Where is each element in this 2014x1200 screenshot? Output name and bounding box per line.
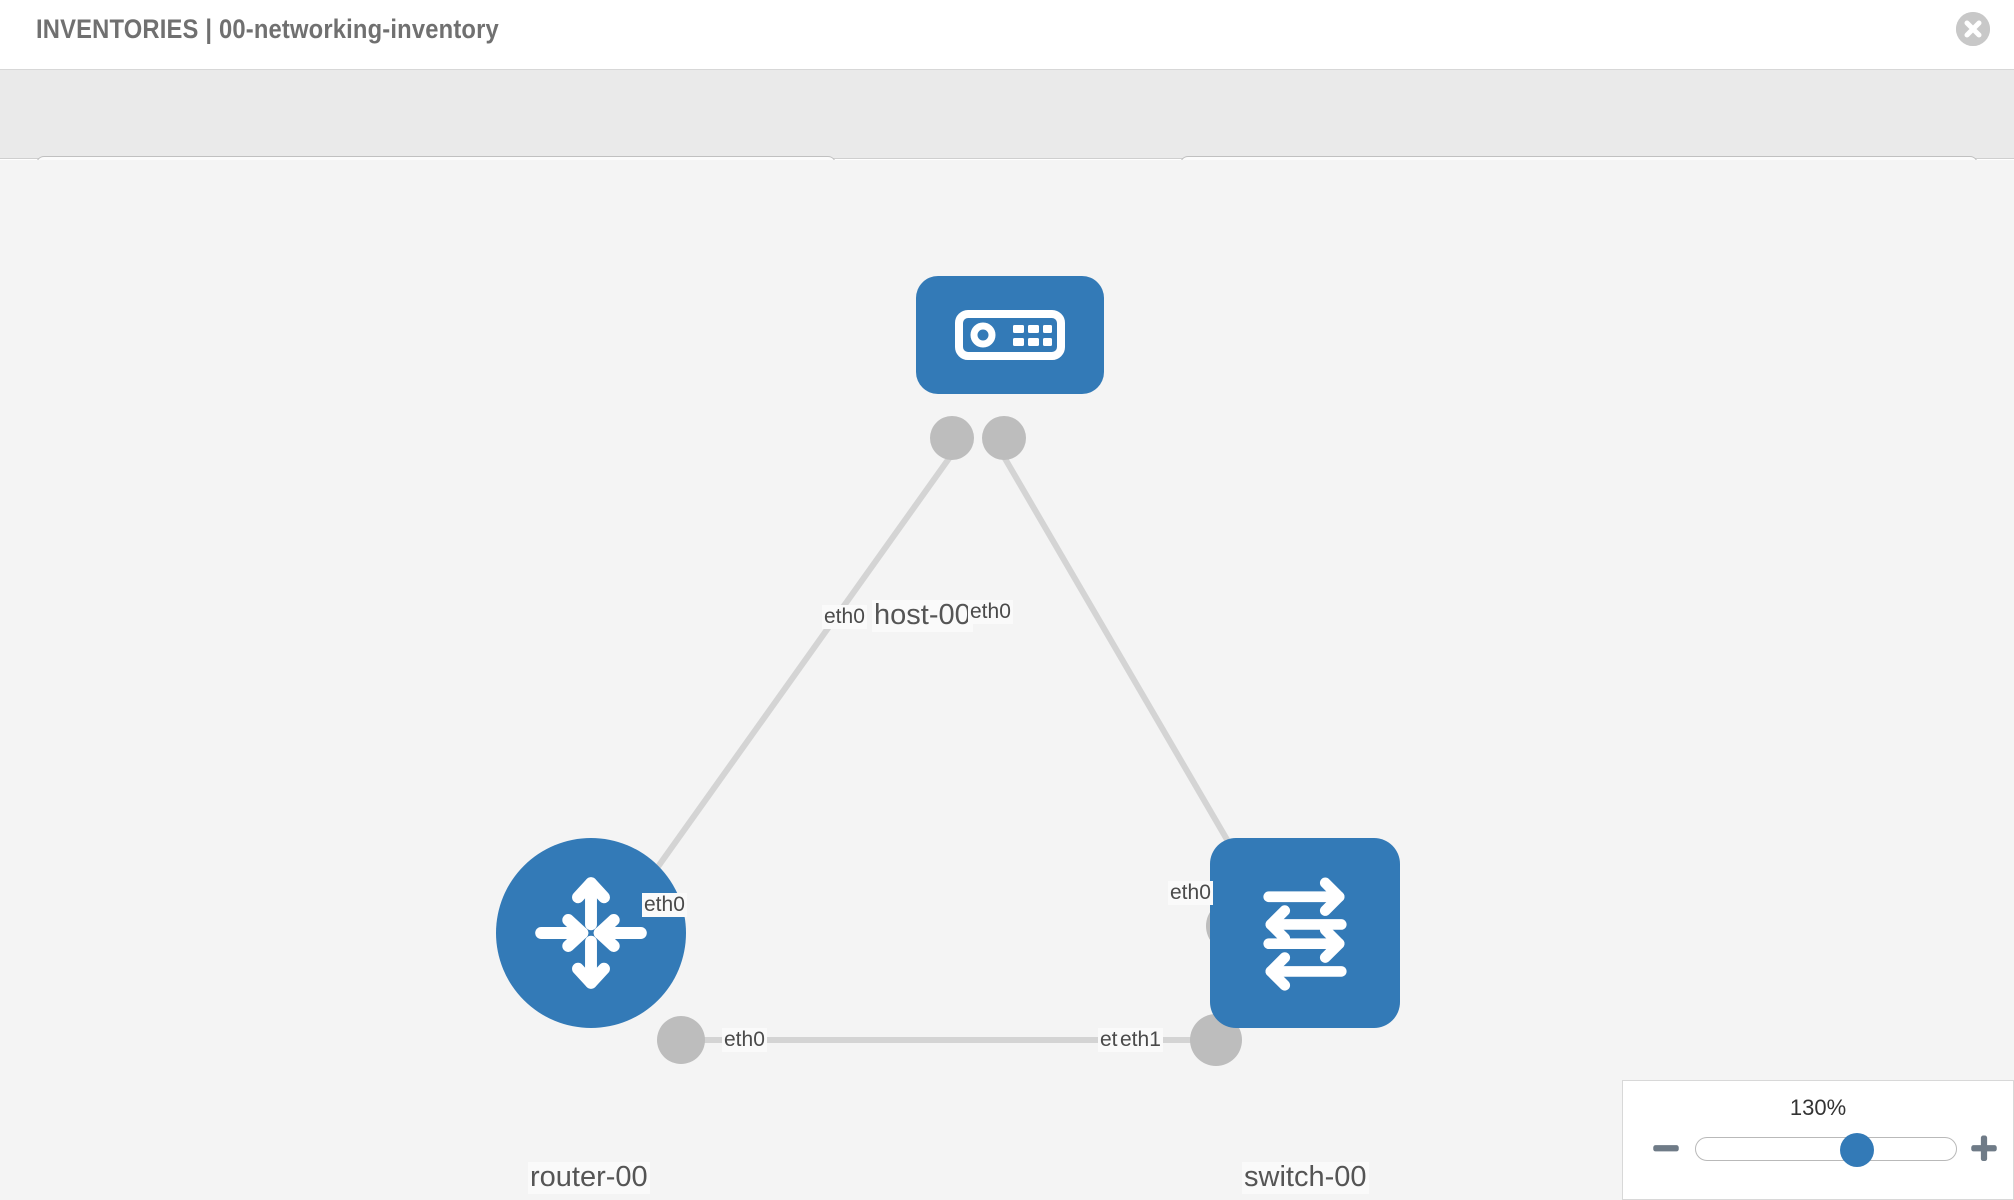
switch-arrows-icon [1263, 877, 1347, 991]
page-title: INVENTORIES | 00-networking-inventory [36, 14, 499, 44]
zoom-level-value: 130% [1789, 1095, 1847, 1120]
page-header: INVENTORIES | 00-networking-inventory [0, 0, 2014, 70]
router-arrows-icon [535, 877, 647, 989]
zoom-slider-track[interactable] [1695, 1133, 1957, 1167]
zoom-slider-thumb[interactable] [1840, 1133, 1875, 1167]
node-label-switch-00: switch-00 [1242, 1161, 1369, 1194]
router-node-shape[interactable] [496, 838, 686, 1028]
plus-icon[interactable] [1967, 1131, 2001, 1165]
edge-label-router-eth0-up: eth0 [642, 893, 687, 918]
minus-icon[interactable] [1649, 1131, 1683, 1165]
node-label-router-00: router-00 [528, 1161, 650, 1194]
zoom-control-panel: 130% [1622, 1080, 2014, 1200]
edge-label-switch-eth0-up: eth0 [1168, 881, 1213, 906]
edge-label-switch-eth1: eth1 [1118, 1028, 1163, 1053]
topology-canvas[interactable]: host-00 [0, 160, 2014, 1200]
topology-node-host-00[interactable] [916, 276, 1104, 394]
topology-node-router-00[interactable] [496, 838, 686, 1028]
edge-router-host [617, 448, 958, 922]
server-appliance-icon [955, 310, 1065, 360]
host-node-shape[interactable] [916, 276, 1104, 394]
switch-node-shape[interactable] [1210, 838, 1400, 1028]
toolbar: ACTIONS SEARCH [0, 70, 2014, 212]
close-icon[interactable] [1956, 12, 1990, 46]
edge-label-host-eth0-right: eth0 [968, 600, 1013, 625]
connector-host-left [930, 416, 974, 460]
edge-label-router-eth0: eth0 [722, 1028, 767, 1053]
edge-label-host-eth0-left: eth0 [822, 605, 867, 630]
connector-host-right [982, 416, 1026, 460]
connector-router-right [657, 1016, 705, 1064]
node-label-host-00: host-00 [872, 599, 973, 632]
topology-node-switch-00[interactable] [1210, 838, 1400, 1028]
